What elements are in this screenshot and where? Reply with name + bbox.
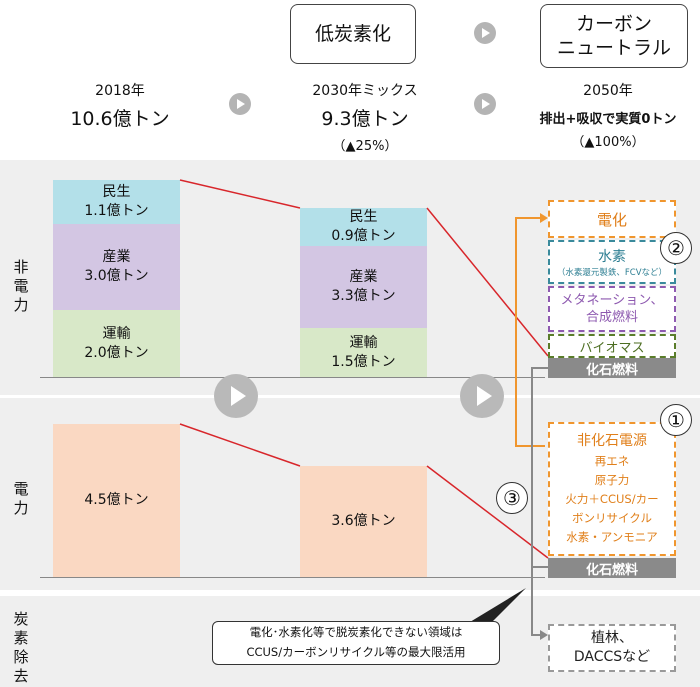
amount-label: 9.3億トン (321, 108, 409, 130)
callout-line2: CCUS/カーボンリサイクル等の最大限活用 (246, 645, 466, 659)
bar-2030-sangyo: 産業 3.3億トン (300, 246, 427, 328)
phase-neutral-line1: カーボン (575, 13, 652, 35)
segment-value: 3.6億トン (331, 513, 396, 529)
bar-2018-unyu: 運輸 2.0億トン (53, 310, 180, 377)
bar-2018-sangyo: 産業 3.0億トン (53, 224, 180, 310)
removal-line1: 植林、 (591, 630, 633, 646)
box-electrification: 電化 (548, 200, 676, 238)
segment-name: 産業 (349, 269, 378, 285)
power-item: ボンリサイクル (572, 511, 652, 525)
fossil-label: 化石燃料 (585, 562, 638, 578)
fossil-fuel-non-power: 化石燃料 (548, 358, 676, 378)
play-icon (474, 22, 496, 44)
phase-neutral-line2: ニュートラル (556, 37, 671, 59)
box-hydrogen: 水素 （水素還元製鉄、FCVなど） (548, 240, 676, 284)
callout-note: 電化･水素化等で脱炭素化できない領域は CCUS/カーボンリサイクル等の最大限活… (212, 621, 500, 665)
red-connector (426, 207, 549, 357)
marker-three: ③ (496, 482, 528, 514)
bar-2018-power: 4.5億トン (53, 424, 180, 577)
hydrogen-note: （水素還元製鉄、FCVなど） (556, 268, 668, 278)
box-methanation: メタネーション、 合成燃料 (548, 286, 676, 332)
header-2030: 2030年ミックス 9.3億トン （▲25%） (275, 80, 455, 154)
row-label-power: 電力 (13, 480, 29, 517)
segment-value: 1.5億トン (331, 353, 396, 370)
power-item: 再エネ (594, 454, 630, 468)
amount-label: 排出+吸収で実質0トン (539, 112, 677, 127)
orange-arrow (515, 217, 545, 447)
segment-name: 運輸 (349, 334, 378, 351)
box-non-fossil-power: 非化石電源 再エネ 原子力 火力＋CCUS/カー ボンリサイクル 水素・アンモニ… (548, 422, 676, 556)
red-connector (179, 423, 301, 467)
hydrogen-label: 水素 (598, 249, 626, 265)
phase-low-carbon-label: 低炭素化 (314, 23, 391, 45)
biomass-label: バイオマス (579, 340, 645, 356)
orange-arrowhead (540, 213, 548, 223)
play-icon (229, 93, 251, 115)
bar-2018-minsei: 民生 1.1億トン (53, 180, 180, 224)
change-label: （▲25%） (332, 139, 398, 154)
row-label-non-power: 非電力 (13, 258, 29, 314)
power-item: 火力＋CCUS/カー (565, 492, 659, 506)
header-2018: 2018年 10.6億トン (40, 80, 200, 131)
phase-low-carbon: 低炭素化 (290, 4, 416, 64)
marker-two-label: ② (667, 236, 685, 260)
baseline-non-power (40, 377, 545, 378)
bar-2030-power: 3.6億トン (300, 466, 427, 577)
baseline-power (40, 577, 545, 578)
segment-value: 2.0億トン (84, 344, 149, 361)
red-connector (426, 465, 549, 559)
fossil-fuel-power: 化石燃料 (548, 558, 676, 578)
play-icon (474, 93, 496, 115)
segment-name: 運輸 (102, 325, 131, 342)
box-biomass: バイオマス (548, 334, 676, 358)
year-label: 2030年ミックス (312, 83, 418, 99)
row-label-removal: 炭素除去 (13, 610, 29, 685)
fossil-label: 化石燃料 (585, 362, 638, 378)
removal-line2: DACCSなど (573, 649, 651, 665)
header-2050: 2050年 排出+吸収で実質0トン （▲100%） (520, 80, 696, 150)
gray-arrow (531, 367, 548, 636)
segment-value: 3.0億トン (84, 268, 149, 284)
segment-value: 4.5億トン (84, 492, 149, 508)
bar-2030-unyu: 運輸 1.5億トン (300, 328, 427, 377)
year-label: 2050年 (583, 83, 633, 99)
power-item: 水素・アンモニア (566, 530, 658, 544)
amount-label: 10.6億トン (70, 108, 170, 130)
marker-two: ② (660, 232, 692, 264)
segment-value: 1.1億トン (84, 203, 149, 219)
non-fossil-title: 非化石電源 (577, 433, 647, 449)
segment-name: 民生 (102, 184, 131, 200)
segment-name: 産業 (102, 249, 131, 265)
methanation-line2: 合成燃料 (585, 310, 638, 325)
year-label: 2018年 (95, 83, 145, 99)
segment-value: 3.3億トン (331, 288, 396, 304)
marker-one: ① (660, 404, 692, 436)
gray-arrowhead (540, 630, 548, 640)
segment-name: 民生 (349, 209, 378, 225)
power-item: 原子力 (594, 473, 630, 487)
marker-one-label: ① (667, 408, 685, 432)
play-icon (214, 374, 258, 418)
segment-value: 0.9億トン (331, 228, 396, 244)
electrification-label: 電化 (596, 210, 627, 229)
box-carbon-removal: 植林、 DACCSなど (548, 624, 676, 672)
methanation-line1: メタネーション、 (560, 293, 664, 308)
bar-2030-minsei: 民生 0.9億トン (300, 208, 427, 246)
callout-line1: 電化･水素化等で脱炭素化できない領域は (249, 625, 463, 639)
change-label: （▲100%） (571, 135, 645, 150)
phase-carbon-neutral: カーボン ニュートラル (540, 4, 688, 68)
marker-three-label: ③ (503, 486, 521, 510)
red-connector (179, 179, 301, 209)
callout-pointer (470, 588, 526, 622)
play-icon (460, 374, 504, 418)
